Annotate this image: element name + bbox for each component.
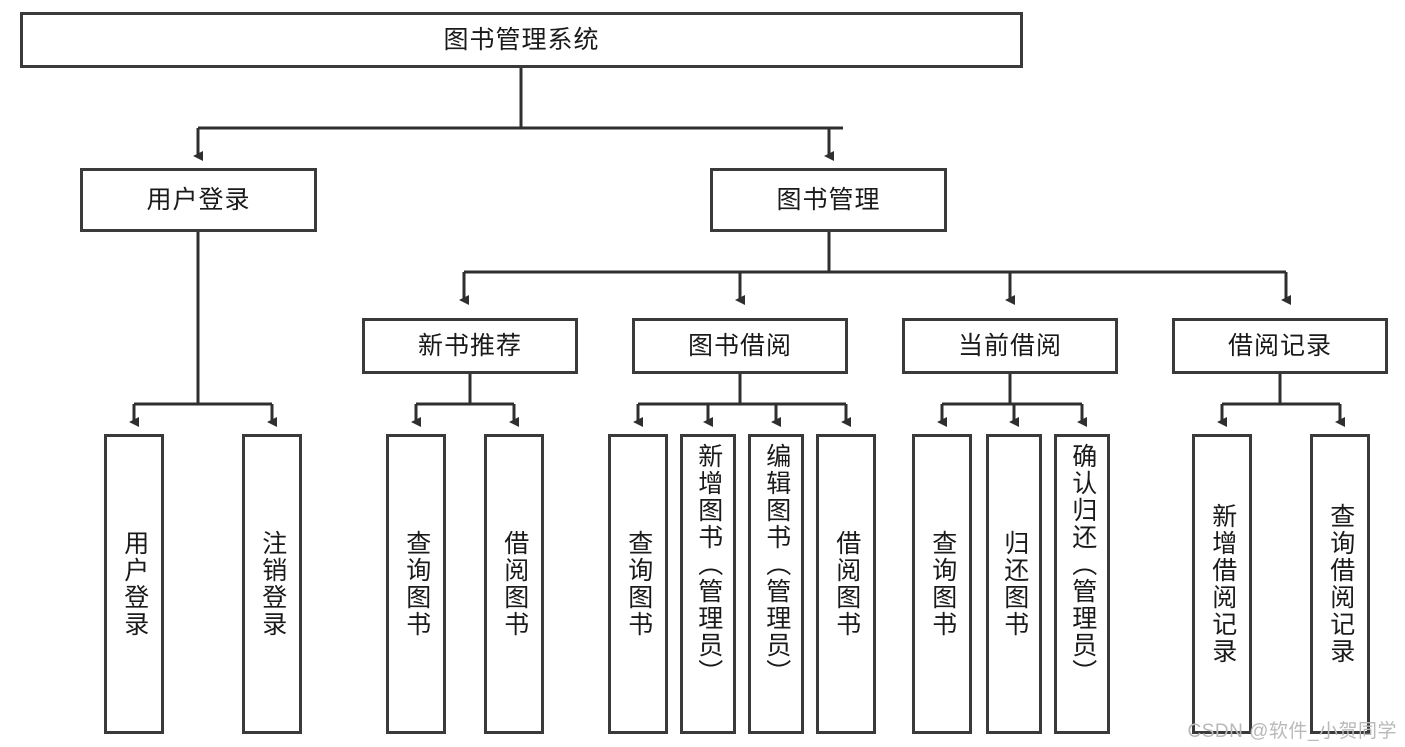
node-leaf-logout[interactable]: 注销登录 xyxy=(242,434,302,734)
node-book-manage[interactable]: 图书管理 xyxy=(710,168,947,232)
node-leaf-edit-book-label: 编辑图书（管理员） xyxy=(762,443,791,686)
node-leaf-query-book-2[interactable]: 查询图书 xyxy=(608,434,668,734)
node-user-login[interactable]: 用户登录 xyxy=(80,168,317,232)
node-book-borrow-label: 图书借阅 xyxy=(687,331,792,360)
node-leaf-add-book-label: 新增图书（管理员） xyxy=(694,443,723,686)
node-borrow-record[interactable]: 借阅记录 xyxy=(1172,318,1388,374)
node-leaf-add-record-label: 新增借阅记录 xyxy=(1208,503,1237,665)
node-leaf-user-login[interactable]: 用户登录 xyxy=(104,434,164,734)
node-leaf-confirm-return-label: 确认归还（管理员） xyxy=(1068,443,1097,686)
node-leaf-user-login-label: 用户登录 xyxy=(120,530,149,638)
watermark: CSDN @软件_小贺同学 xyxy=(1187,721,1397,742)
node-user-login-label: 用户登录 xyxy=(146,185,251,214)
node-leaf-query-book-3[interactable]: 查询图书 xyxy=(912,434,972,734)
node-new-book-rec-label: 新书推荐 xyxy=(417,331,522,360)
node-current-borrow[interactable]: 当前借阅 xyxy=(902,318,1118,374)
node-leaf-logout-label: 注销登录 xyxy=(258,530,287,638)
node-new-book-rec[interactable]: 新书推荐 xyxy=(362,318,578,374)
node-leaf-query-record[interactable]: 查询借阅记录 xyxy=(1310,434,1370,734)
node-book-manage-label: 图书管理 xyxy=(776,185,881,214)
node-leaf-add-book[interactable]: 新增图书（管理员） xyxy=(680,434,736,734)
node-leaf-query-book-3-label: 查询图书 xyxy=(928,530,957,638)
node-current-borrow-label: 当前借阅 xyxy=(957,331,1062,360)
node-leaf-query-book-1[interactable]: 查询图书 xyxy=(386,434,446,734)
node-book-borrow[interactable]: 图书借阅 xyxy=(632,318,848,374)
node-leaf-edit-book[interactable]: 编辑图书（管理员） xyxy=(748,434,804,734)
node-leaf-return-book-label: 归还图书 xyxy=(1000,530,1029,638)
node-root-label: 图书管理系统 xyxy=(443,25,600,54)
node-leaf-add-record[interactable]: 新增借阅记录 xyxy=(1192,434,1252,734)
node-leaf-query-book-1-label: 查询图书 xyxy=(402,530,431,638)
node-leaf-borrow-book-1-label: 借阅图书 xyxy=(500,530,529,638)
node-leaf-confirm-return[interactable]: 确认归还（管理员） xyxy=(1054,434,1110,734)
node-borrow-record-label: 借阅记录 xyxy=(1227,331,1332,360)
node-leaf-borrow-book-2-label: 借阅图书 xyxy=(832,530,861,638)
node-leaf-borrow-book-2[interactable]: 借阅图书 xyxy=(816,434,876,734)
node-leaf-borrow-book-1[interactable]: 借阅图书 xyxy=(484,434,544,734)
node-leaf-query-record-label: 查询借阅记录 xyxy=(1326,503,1355,665)
node-leaf-return-book[interactable]: 归还图书 xyxy=(986,434,1042,734)
node-leaf-query-book-2-label: 查询图书 xyxy=(624,530,653,638)
node-root[interactable]: 图书管理系统 xyxy=(20,12,1023,68)
